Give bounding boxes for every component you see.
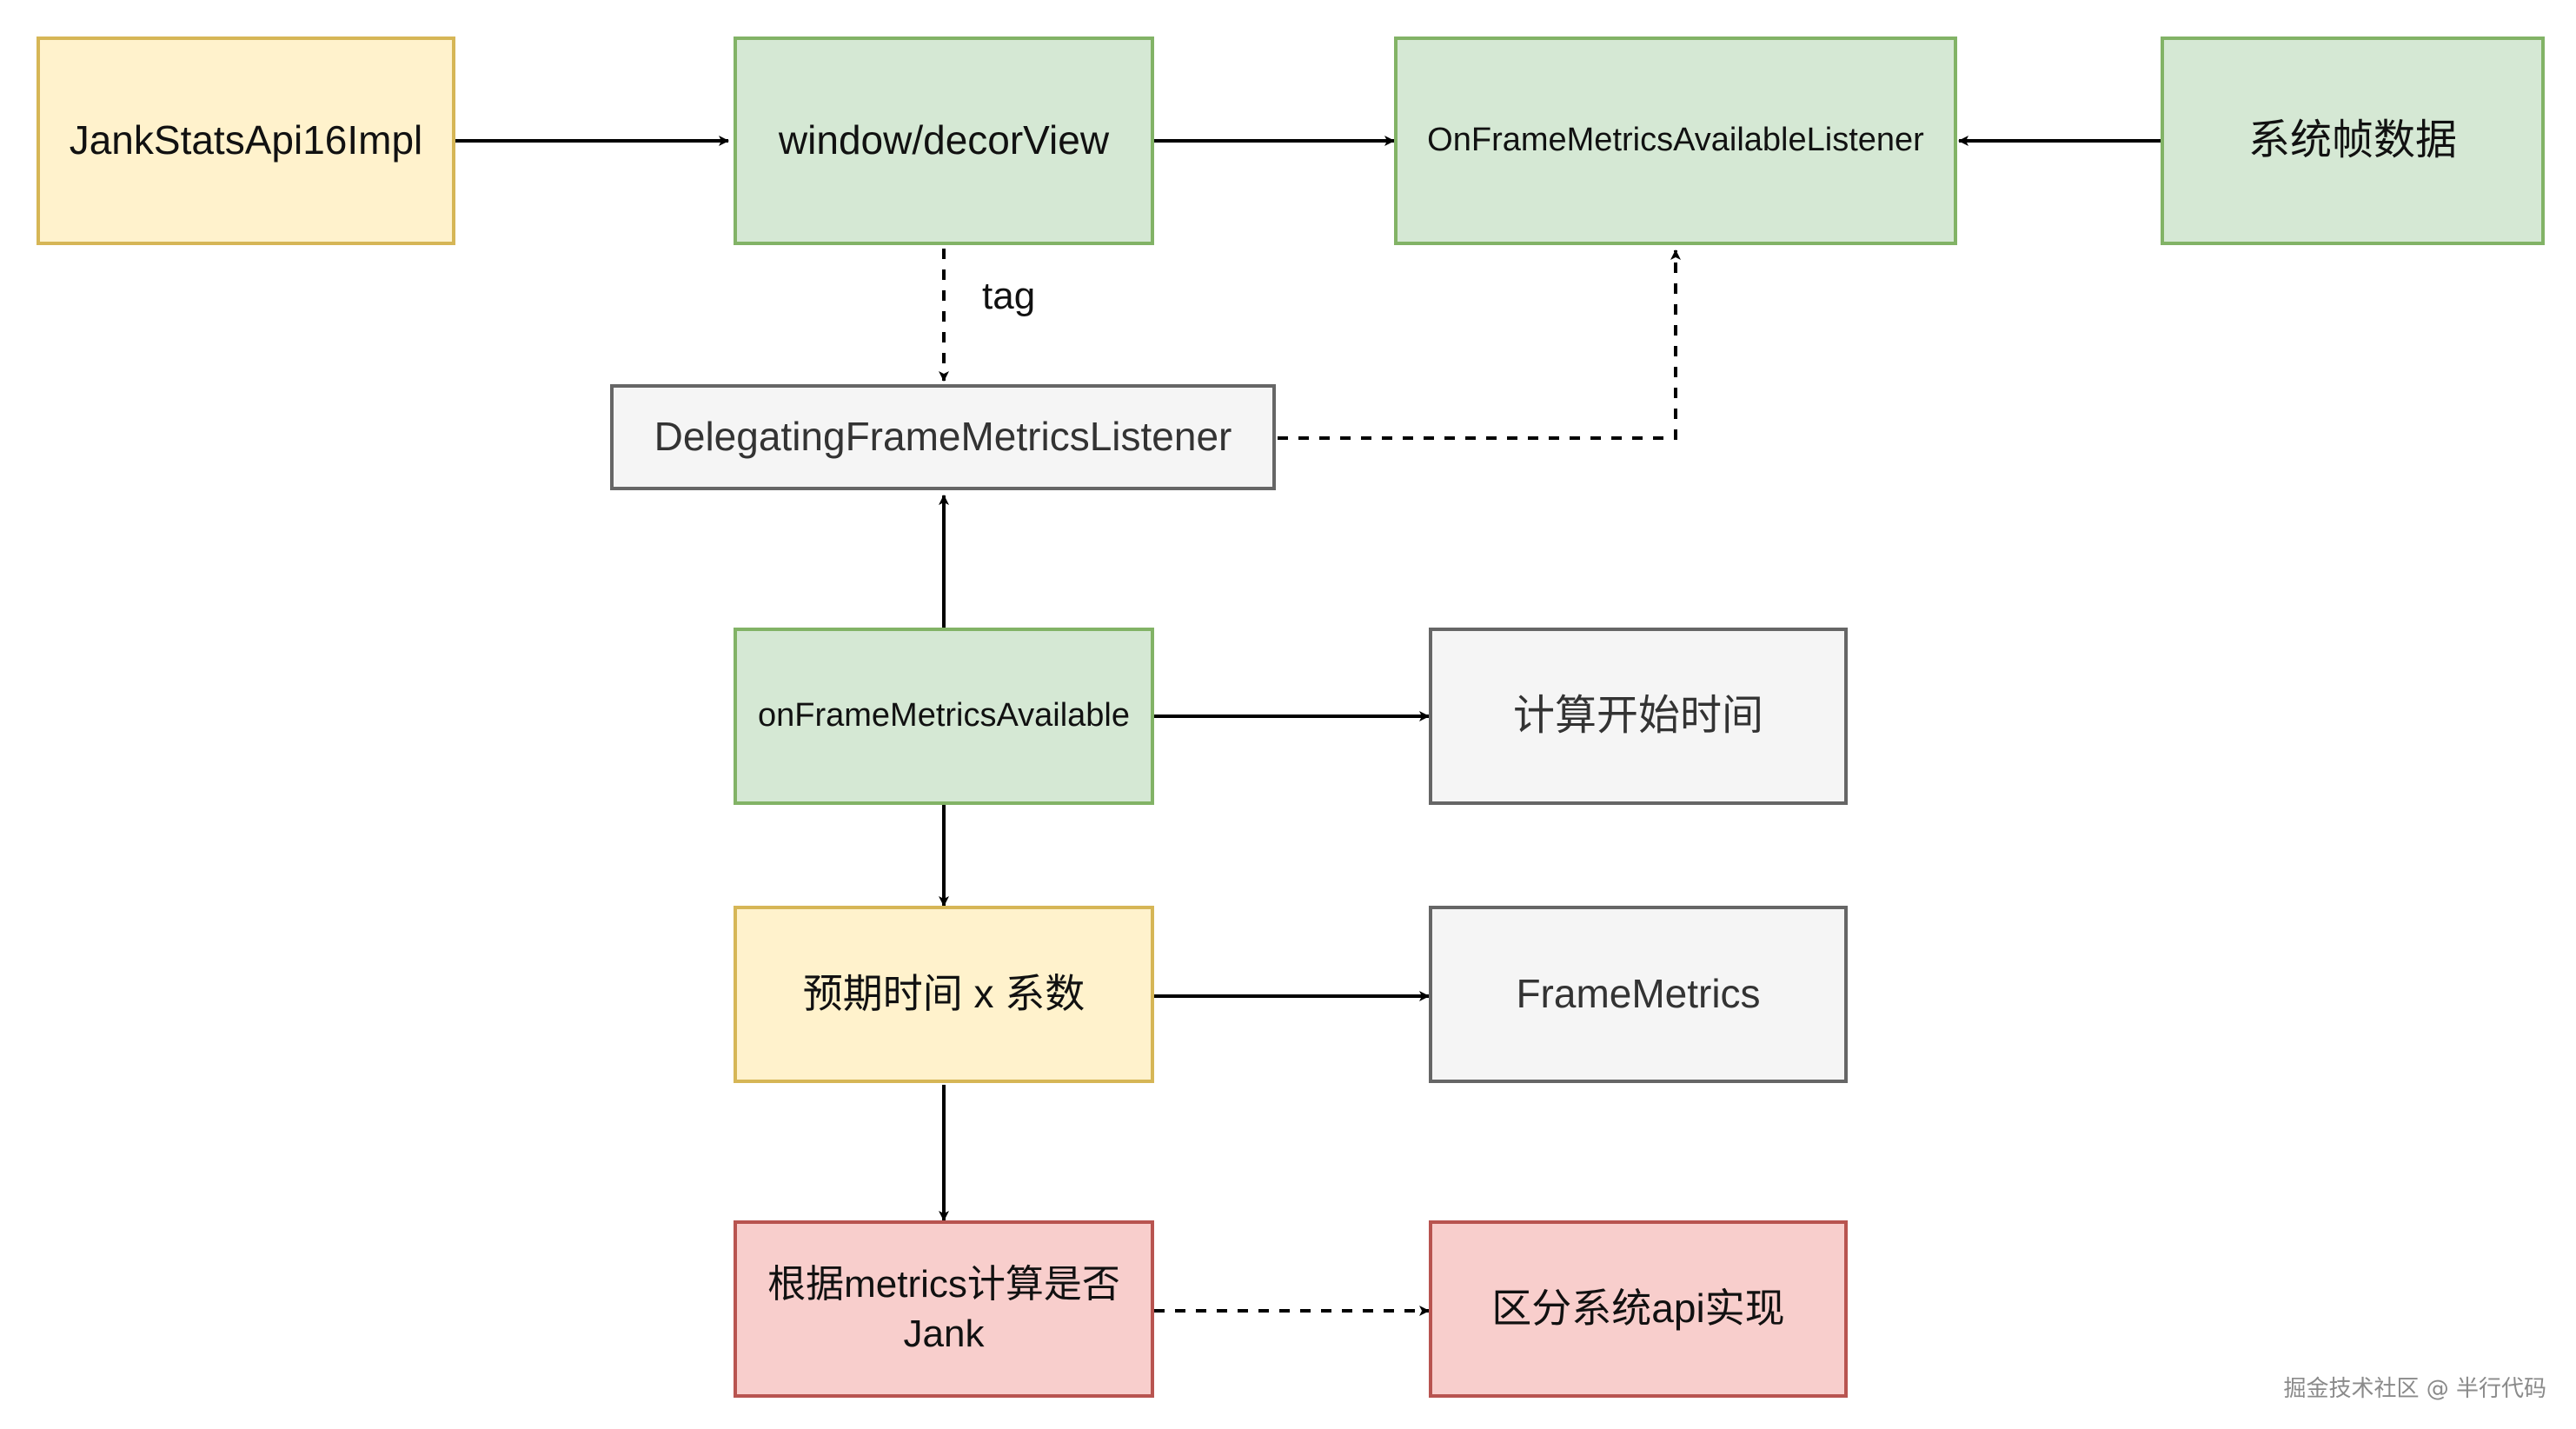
node-system-frame-data: 系统帧数据 <box>2161 37 2545 245</box>
node-distinguish-system-api: 区分系统api实现 <box>1429 1220 1848 1398</box>
node-compute-is-jank: 根据metrics计算是否 Jank <box>734 1220 1154 1398</box>
node-label: 根据metrics计算是否 Jank <box>767 1262 1120 1355</box>
node-label: window/decorView <box>778 117 1110 163</box>
node-jankstats-api16impl: JankStatsApi16Impl <box>37 37 455 245</box>
node-on-frame-metrics-available: onFrameMetricsAvailable <box>734 628 1154 805</box>
node-label: 预期时间 x 系数 <box>802 971 1086 1017</box>
node-label: DelegatingFrameMetricsListener <box>654 414 1232 460</box>
node-compute-start-time: 计算开始时间 <box>1429 628 1848 805</box>
node-label: JankStatsApi16Impl <box>69 117 423 163</box>
node-on-frame-metrics-available-listener: OnFrameMetricsAvailableListener <box>1394 37 1957 245</box>
node-label: OnFrameMetricsAvailableListener <box>1427 122 1924 159</box>
node-window-decorview: window/decorView <box>734 37 1154 245</box>
node-label: FrameMetrics <box>1516 971 1761 1017</box>
watermark: 掘金技术社区 @ 半行代码 <box>2283 1376 2546 1402</box>
node-label: onFrameMetricsAvailable <box>757 697 1131 734</box>
node-frame-metrics: FrameMetrics <box>1429 906 1848 1083</box>
node-expected-time-factor: 预期时间 x 系数 <box>734 906 1154 1083</box>
edge-label-tag: tag <box>982 275 1036 317</box>
node-delegating-frame-metrics-listener: DelegatingFrameMetricsListener <box>610 384 1276 490</box>
node-label: 计算开始时间 <box>1512 692 1763 739</box>
node-label: 系统帧数据 <box>2247 116 2457 163</box>
node-label: 区分系统api实现 <box>1491 1286 1785 1332</box>
edge-delegating-to-listener <box>1278 249 1681 440</box>
